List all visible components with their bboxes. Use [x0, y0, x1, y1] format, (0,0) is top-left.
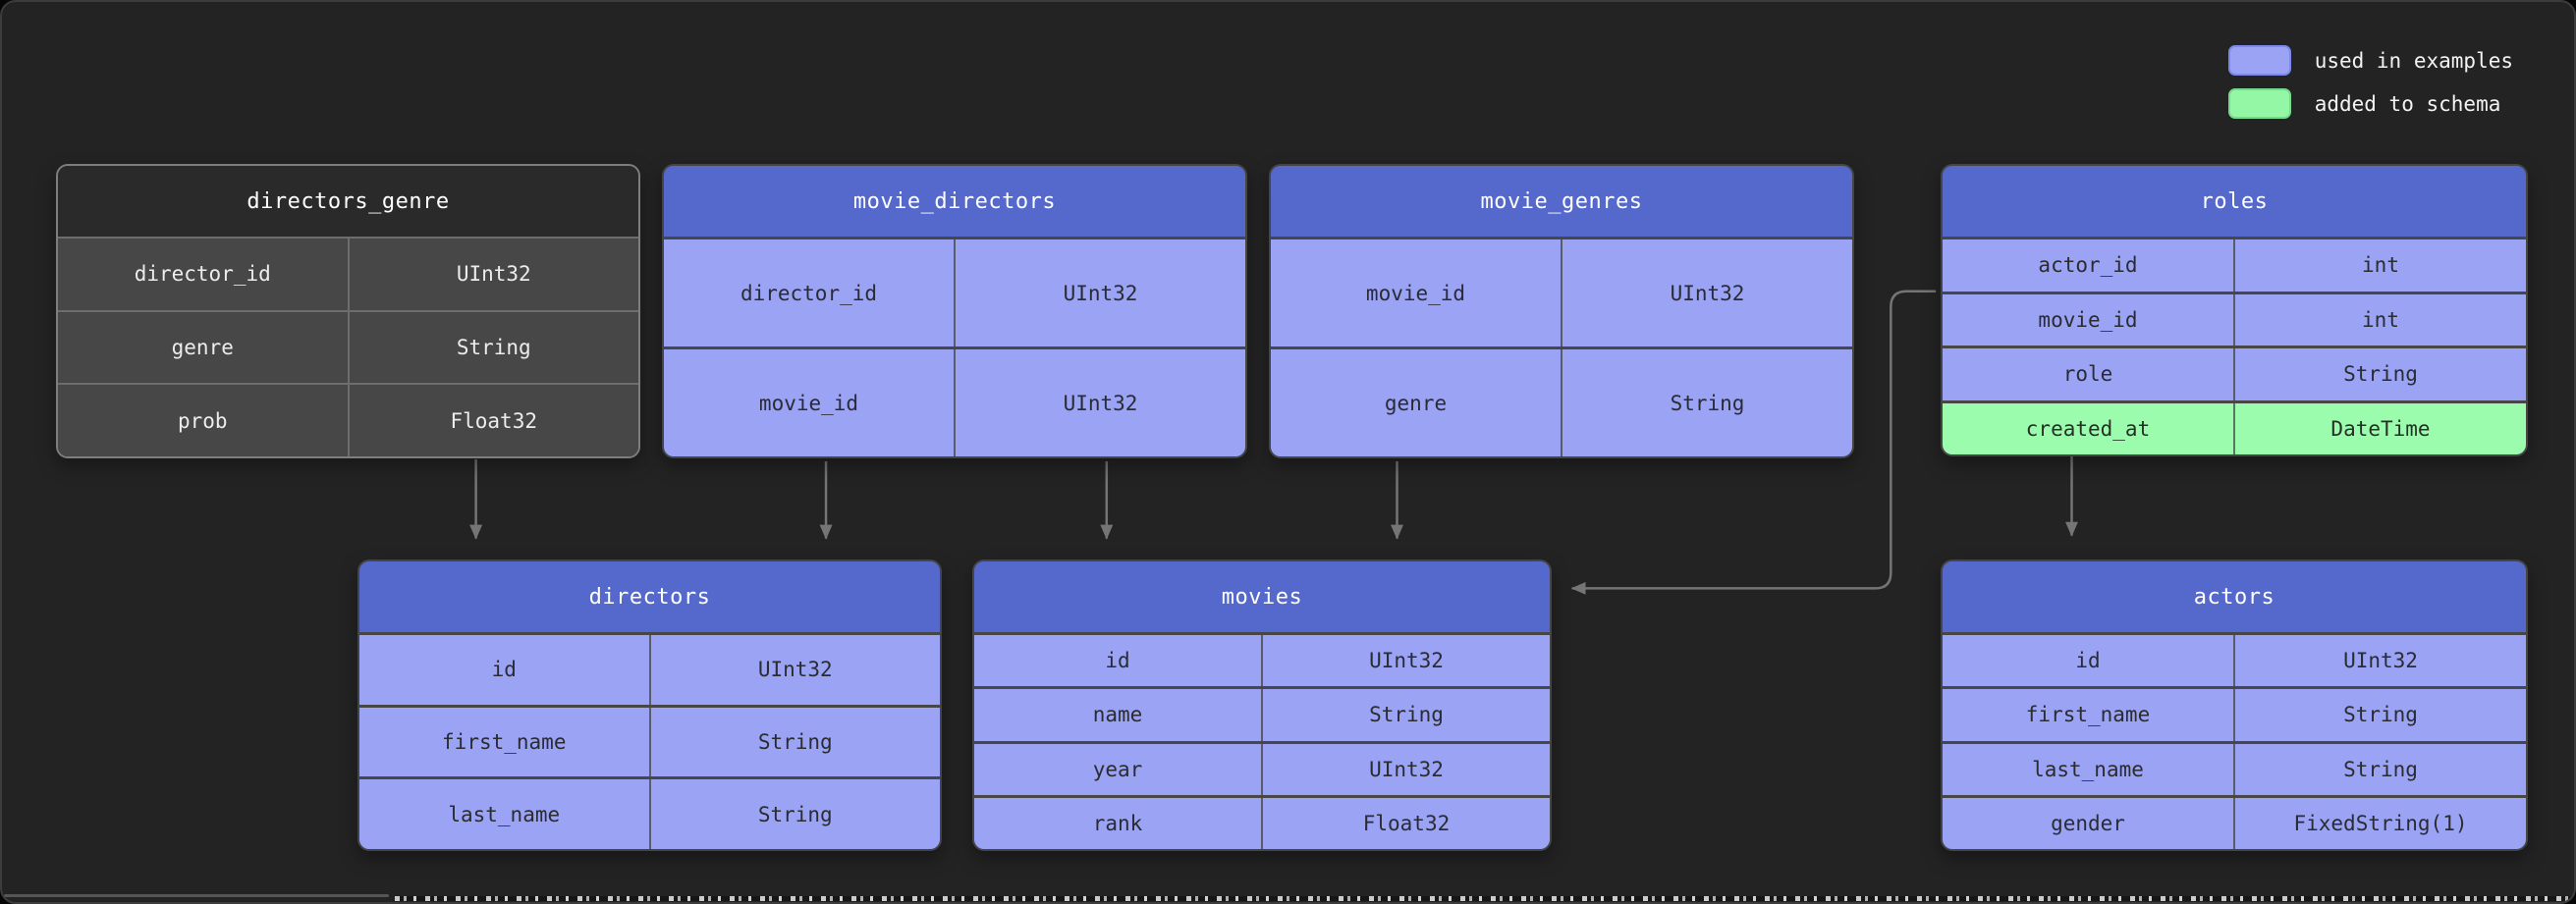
column-name-cell: movie_id	[758, 391, 859, 415]
column-type-cell: String	[2233, 689, 2526, 741]
card-bottom-edge-line	[4, 894, 389, 897]
table-row: first_name String	[1943, 686, 2526, 741]
column-type-cell: String	[648, 779, 941, 849]
table-row: movie_id UInt32	[664, 346, 1245, 456]
table-header: roles	[1943, 166, 2526, 237]
column-type-cell: String	[2233, 348, 2526, 400]
legend-label: added to schema	[2314, 91, 2501, 116]
column-type-cell: UInt32	[1261, 635, 1550, 687]
table-header: movies	[974, 561, 1550, 632]
column-type-cell: String	[1561, 349, 1852, 456]
table-row: id UInt32	[1943, 632, 2526, 687]
column-type-cell: int	[2233, 239, 2526, 292]
column-type-cell: UInt32	[648, 635, 941, 705]
table-movie-directors: movie_directors director_id UInt32 movie…	[662, 164, 1247, 458]
table-row: prob Float32	[58, 383, 638, 456]
table-header: directors	[359, 561, 940, 632]
legend: used in examples added to schema	[2227, 45, 2513, 119]
legend-item-added-to-schema: added to schema	[2227, 88, 2513, 119]
column-name-cell: id	[1105, 649, 1130, 673]
table-movie-genres: movie_genres movie_id UInt32 genre Strin…	[1269, 164, 1854, 458]
table-roles: roles actor_id int movie_id int role Str…	[1941, 164, 2528, 456]
table-row: genre String	[58, 309, 639, 384]
column-name-cell: last_name	[448, 802, 561, 826]
column-type-cell: UInt32	[347, 239, 639, 310]
table-row: movie_id int	[1943, 291, 2526, 346]
column-name-cell: year	[1092, 757, 1143, 781]
column-type-cell: UInt32	[954, 349, 1245, 456]
table-header: actors	[1943, 561, 2526, 632]
column-name-cell: director_id	[740, 281, 878, 305]
table-header: movie_genres	[1271, 166, 1852, 237]
column-name-cell: actor_id	[2038, 253, 2138, 278]
table-row: director_id UInt32	[664, 237, 1245, 346]
column-type-cell: UInt32	[2233, 635, 2526, 687]
column-type-cell: int	[2233, 293, 2526, 346]
table-header: movie_directors	[664, 166, 1245, 237]
column-name-cell: rank	[1092, 811, 1143, 835]
column-type-cell: String	[347, 311, 639, 384]
table-row: director_id UInt32	[58, 237, 638, 310]
column-name-cell: movie_id	[1365, 281, 1466, 305]
table-row: last_name String	[359, 776, 940, 849]
column-type-cell: UInt32	[1561, 239, 1852, 346]
column-type-cell: DateTime	[2233, 402, 2526, 454]
table-row-added-to-schema: created_at DateTime	[1943, 399, 2526, 454]
column-type-cell: FixedString(1)	[2233, 797, 2526, 849]
table-row: role String	[1943, 346, 2526, 400]
table-row: name String	[974, 686, 1550, 741]
table-title: directors_genre	[247, 188, 450, 214]
column-name-cell: id	[2075, 649, 2101, 673]
column-type-cell: UInt32	[954, 239, 1245, 346]
table-title: directors	[588, 584, 711, 610]
column-type-cell: UInt32	[1261, 743, 1550, 795]
table-title: roles	[2200, 188, 2269, 214]
column-name-cell: gender	[2051, 811, 2125, 835]
table-row: rank Float32	[974, 794, 1550, 849]
legend-swatch-blue-icon	[2227, 45, 2291, 76]
table-directors-genre: directors_genre director_id UInt32 genre…	[56, 164, 640, 458]
table-row: gender FixedString(1)	[1943, 794, 2526, 849]
legend-swatch-green-icon	[2227, 88, 2291, 119]
table-movies: movies id UInt32 name String year UInt32…	[972, 559, 1552, 851]
column-name-cell: first_name	[442, 730, 567, 754]
table-row: movie_id UInt32	[1271, 237, 1852, 346]
table-row: id UInt32	[974, 632, 1550, 687]
column-name-cell: first_name	[2025, 703, 2151, 727]
legend-item-used-in-examples: used in examples	[2227, 45, 2513, 76]
column-name-cell: id	[491, 658, 517, 682]
column-name-cell: director_id	[134, 262, 271, 287]
table-row: first_name String	[359, 704, 941, 777]
column-name-cell: role	[2062, 362, 2113, 387]
table-actors: actors id UInt32 first_name String last_…	[1941, 559, 2528, 851]
column-name-cell: prob	[177, 408, 228, 433]
column-name-cell: genre	[171, 336, 234, 359]
column-type-cell: Float32	[1261, 797, 1550, 849]
column-name-cell: movie_id	[2038, 307, 2138, 332]
table-row: id UInt32	[359, 632, 940, 705]
column-name-cell: genre	[1384, 391, 1448, 415]
table-row: genre String	[1271, 346, 1852, 456]
table-row: year UInt32	[974, 740, 1550, 795]
column-type-cell: Float32	[347, 385, 639, 456]
column-type-cell: String	[2233, 743, 2526, 795]
table-row: actor_id int	[1943, 237, 2526, 292]
column-name-cell: name	[1092, 703, 1143, 727]
table-title: movie_directors	[852, 188, 1057, 214]
table-title: actors	[2193, 584, 2275, 610]
table-header: directors_genre	[58, 166, 638, 237]
table-title: movie_genres	[1480, 188, 1643, 214]
column-name-cell: created_at	[2025, 416, 2151, 441]
column-type-cell: String	[648, 707, 941, 777]
column-type-cell: String	[1261, 689, 1550, 741]
table-title: movies	[1221, 584, 1303, 610]
legend-label: used in examples	[2314, 48, 2513, 73]
table-row: last_name String	[1943, 740, 2526, 795]
table-directors: directors id UInt32 first_name String la…	[357, 559, 942, 851]
column-name-cell: last_name	[2032, 757, 2144, 781]
bottom-noise-strip	[395, 896, 2571, 901]
